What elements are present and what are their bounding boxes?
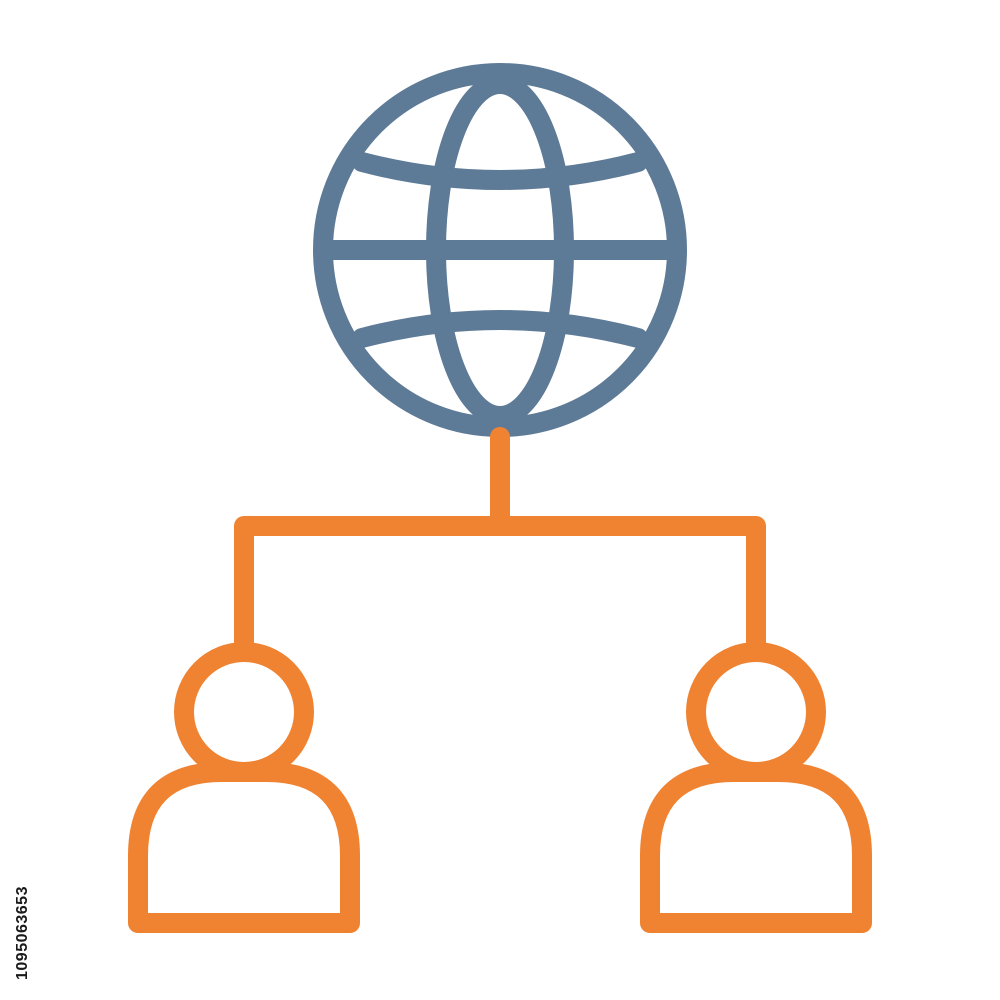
connector-lines [234, 427, 766, 652]
globe-icon [313, 63, 687, 437]
user-icon-right [640, 642, 872, 933]
user-icon-left [128, 642, 360, 933]
user-head [686, 642, 826, 782]
connector-branch [234, 516, 766, 652]
user-body [128, 762, 360, 933]
user-body [640, 762, 872, 933]
globe-upper-latitude [352, 152, 648, 190]
user-head [174, 642, 314, 782]
globe-lower-latitude [352, 310, 648, 348]
stock-id-label: 1095063653 [14, 886, 31, 980]
